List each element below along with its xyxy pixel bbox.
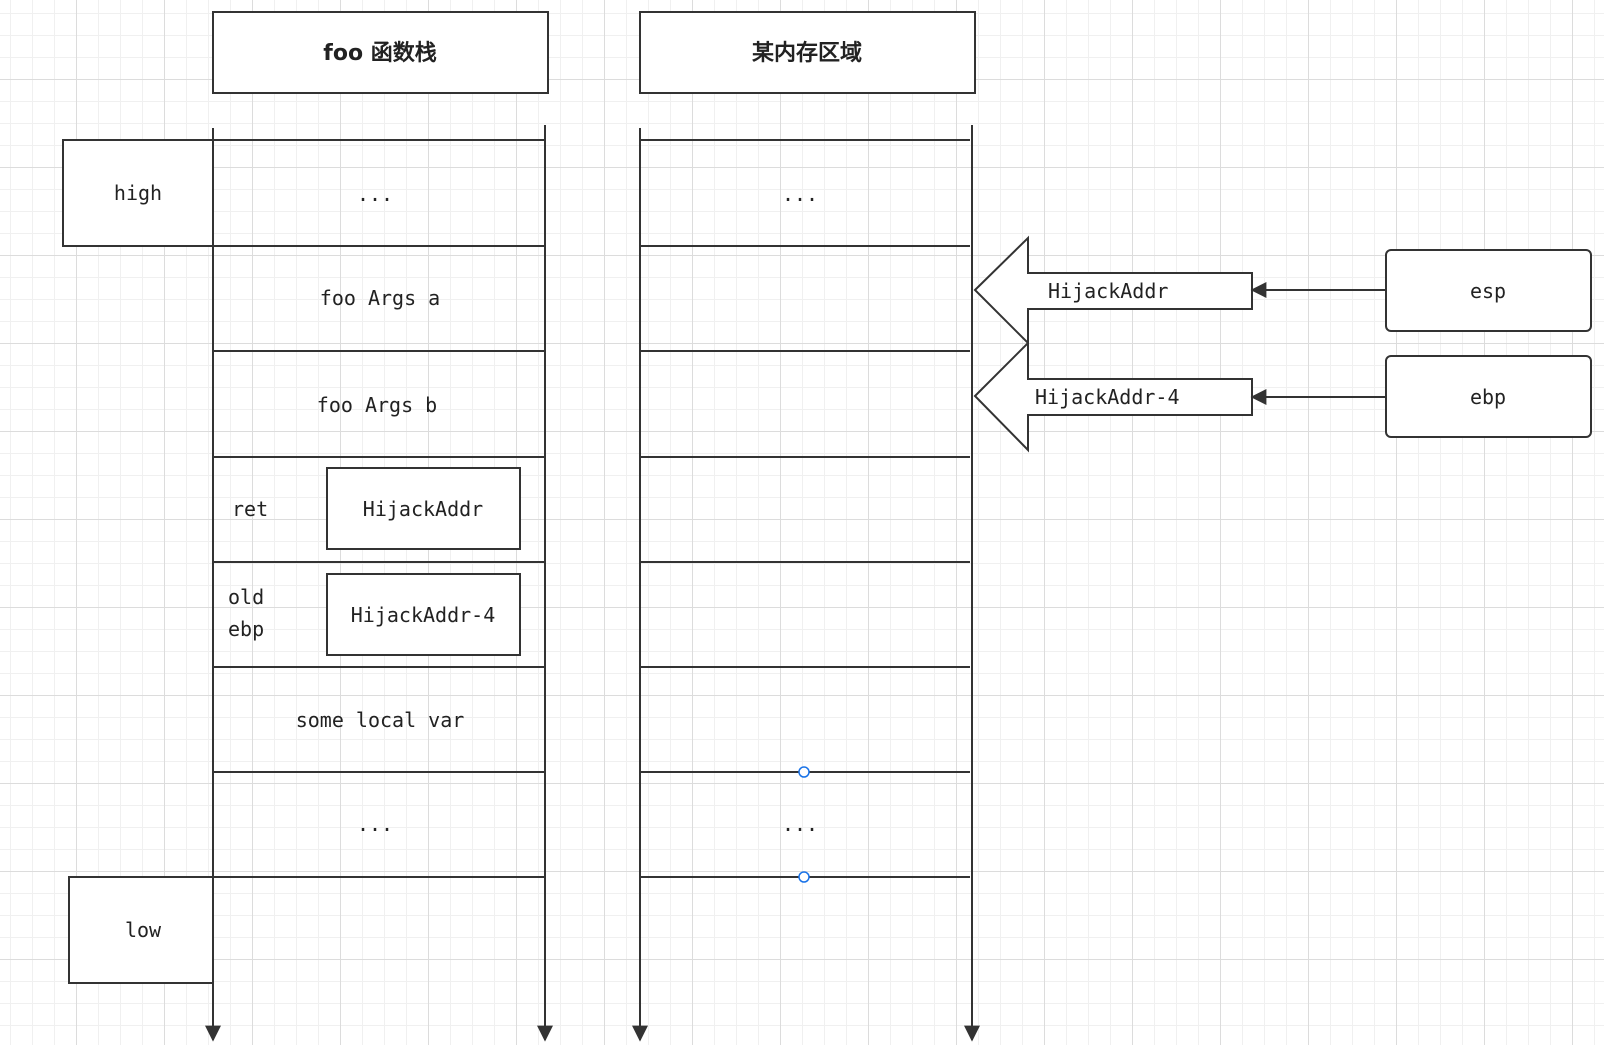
old-ebp-value-box <box>326 573 521 656</box>
connection-point[interactable] <box>798 766 810 778</box>
esp-target-label: HijackAddr <box>1048 279 1168 303</box>
memory-cell-bottom: ... <box>782 812 818 836</box>
esp-register-box: esp <box>1385 249 1592 332</box>
ret-label: ret <box>232 497 268 521</box>
stack-cell-top: ... <box>357 182 393 206</box>
memory-column: ... ... <box>632 125 980 1042</box>
stack-column: ... foo Args a foo Args b ret HijackAddr… <box>205 125 553 1042</box>
ebp-block-arrow: HijackAddr-4 <box>973 340 1253 453</box>
ebp-register-box: ebp <box>1385 355 1592 438</box>
stack-title: foo 函数栈 <box>323 40 436 66</box>
high-label: high <box>114 181 162 205</box>
stack-cell-bottom: ... <box>357 812 393 836</box>
ret-value-box <box>326 467 521 550</box>
ret-value: HijackAddr <box>363 497 483 521</box>
stack-dividers <box>213 139 545 878</box>
old-ebp-label-line1: old <box>228 585 264 609</box>
ebp-register-label: ebp <box>1470 385 1506 409</box>
esp-block-arrow: HijackAddr <box>973 235 1253 346</box>
old-ebp-value: HijackAddr-4 <box>351 603 496 627</box>
stack-title-box: foo 函数栈 <box>212 11 549 94</box>
ebp-target-label: HijackAddr-4 <box>1035 385 1180 409</box>
old-ebp-label-line2: ebp <box>228 617 264 641</box>
stack-cell-locals: some local var <box>296 708 465 732</box>
low-label-box: low <box>68 876 214 984</box>
memory-title: 某内存区域 <box>752 40 862 66</box>
connection-point[interactable] <box>798 871 810 883</box>
memory-cell-top: ... <box>782 182 818 206</box>
esp-register-label: esp <box>1470 279 1506 303</box>
low-label: low <box>125 918 162 942</box>
memory-title-box: 某内存区域 <box>639 11 976 94</box>
stack-cell-args-a: foo Args a <box>320 286 440 310</box>
high-label-box: high <box>62 139 214 247</box>
stack-cell-args-b: foo Args b <box>317 393 437 417</box>
